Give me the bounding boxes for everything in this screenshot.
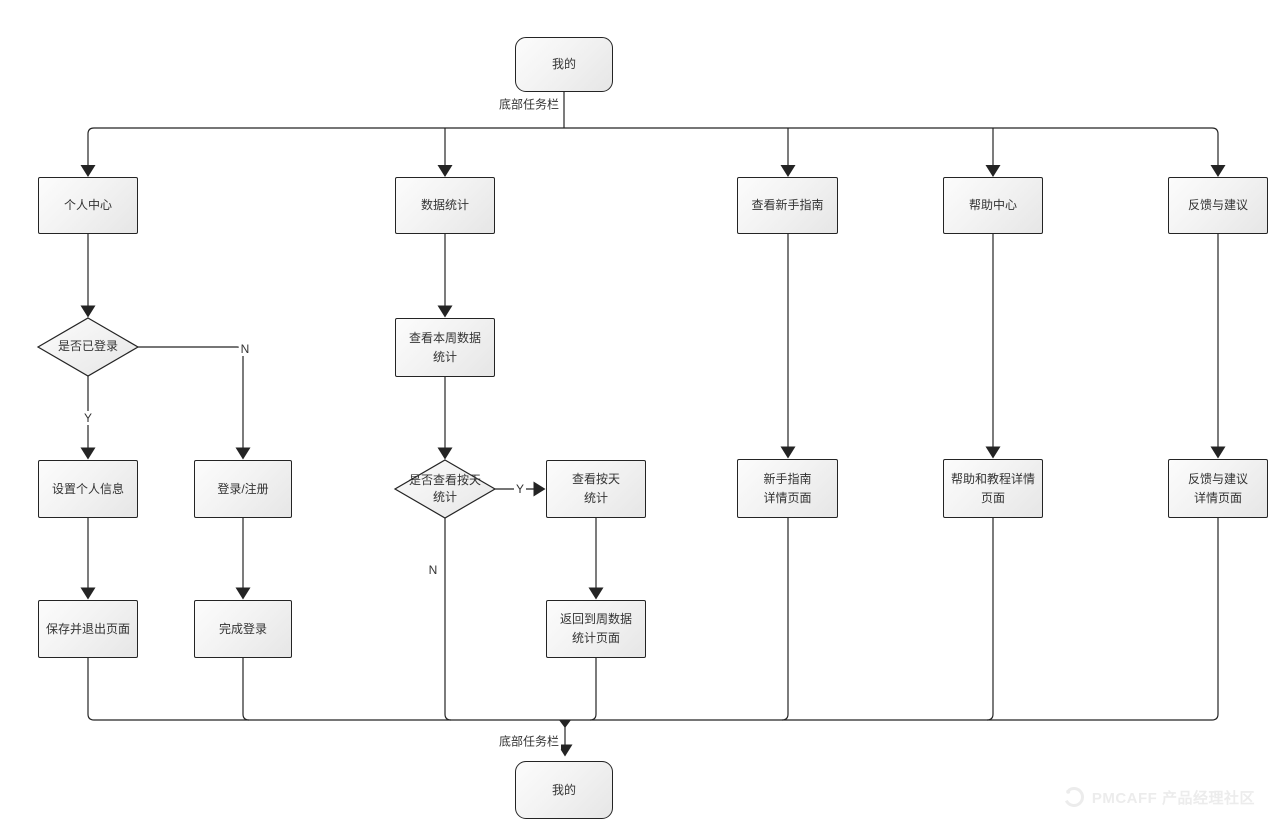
- node-data-stats: 数据统计: [395, 177, 495, 234]
- node-feedback-detail: 反馈与建议 详情页面: [1168, 459, 1268, 518]
- node-personal-center: 个人中心: [38, 177, 138, 234]
- edge-bottom-complete: [242, 658, 250, 721]
- node-view-guide: 查看新手指南: [737, 177, 838, 234]
- node-end: 我的: [515, 761, 613, 819]
- node-start: 我的: [515, 37, 613, 92]
- edge-bottom-help: [986, 518, 994, 721]
- node-feedback: 反馈与建议: [1168, 177, 1268, 234]
- decision-login-diamond: [36, 317, 140, 377]
- node-login-register: 登录/注册: [194, 460, 292, 518]
- edge-label-daily-no: N: [426, 563, 440, 577]
- node-back-weekly: 返回到周数据 统计页面: [546, 600, 646, 658]
- edge-bottom-guide: [781, 518, 789, 721]
- decision-daily-diamond: [393, 459, 497, 519]
- edge-login-no: [138, 346, 251, 460]
- edge-branch-right: [564, 127, 1226, 177]
- node-weekly-stats: 查看本周数据 统计: [395, 318, 495, 377]
- flow-edges: [80, 92, 1226, 757]
- edge-label-login-yes: Y: [81, 411, 95, 425]
- node-help-detail: 帮助和教程详情 页面: [943, 459, 1043, 518]
- watermark: PMCAFF 产品经理社区: [1063, 786, 1255, 808]
- node-set-profile: 设置个人信息: [38, 460, 138, 518]
- edge-label-taskbar-top: 底部任务栏: [496, 95, 562, 113]
- edge-label-taskbar-bottom: 底部任务栏: [496, 732, 562, 750]
- node-complete-login: 完成登录: [194, 600, 292, 658]
- edge-label-daily-yes: Y: [513, 482, 527, 496]
- node-help-center: 帮助中心: [943, 177, 1043, 234]
- edge-label-login-no: N: [238, 342, 252, 356]
- node-save-exit: 保存并退出页面: [38, 600, 138, 658]
- node-daily-stats: 查看按天 统计: [546, 460, 646, 518]
- node-guide-detail: 新手指南 详情页面: [737, 459, 838, 518]
- watermark-text: PMCAFF 产品经理社区: [1091, 789, 1255, 807]
- edge-bottom-left: [87, 658, 565, 721]
- edge-bottom-back: [589, 658, 597, 721]
- edge-daily-no: [444, 518, 452, 721]
- merge-arrowhead-icon: [559, 720, 571, 728]
- edge-branch-left: [80, 127, 564, 177]
- pmcaff-logo-icon: [1063, 787, 1084, 807]
- edge-bottom-right: [565, 518, 1219, 721]
